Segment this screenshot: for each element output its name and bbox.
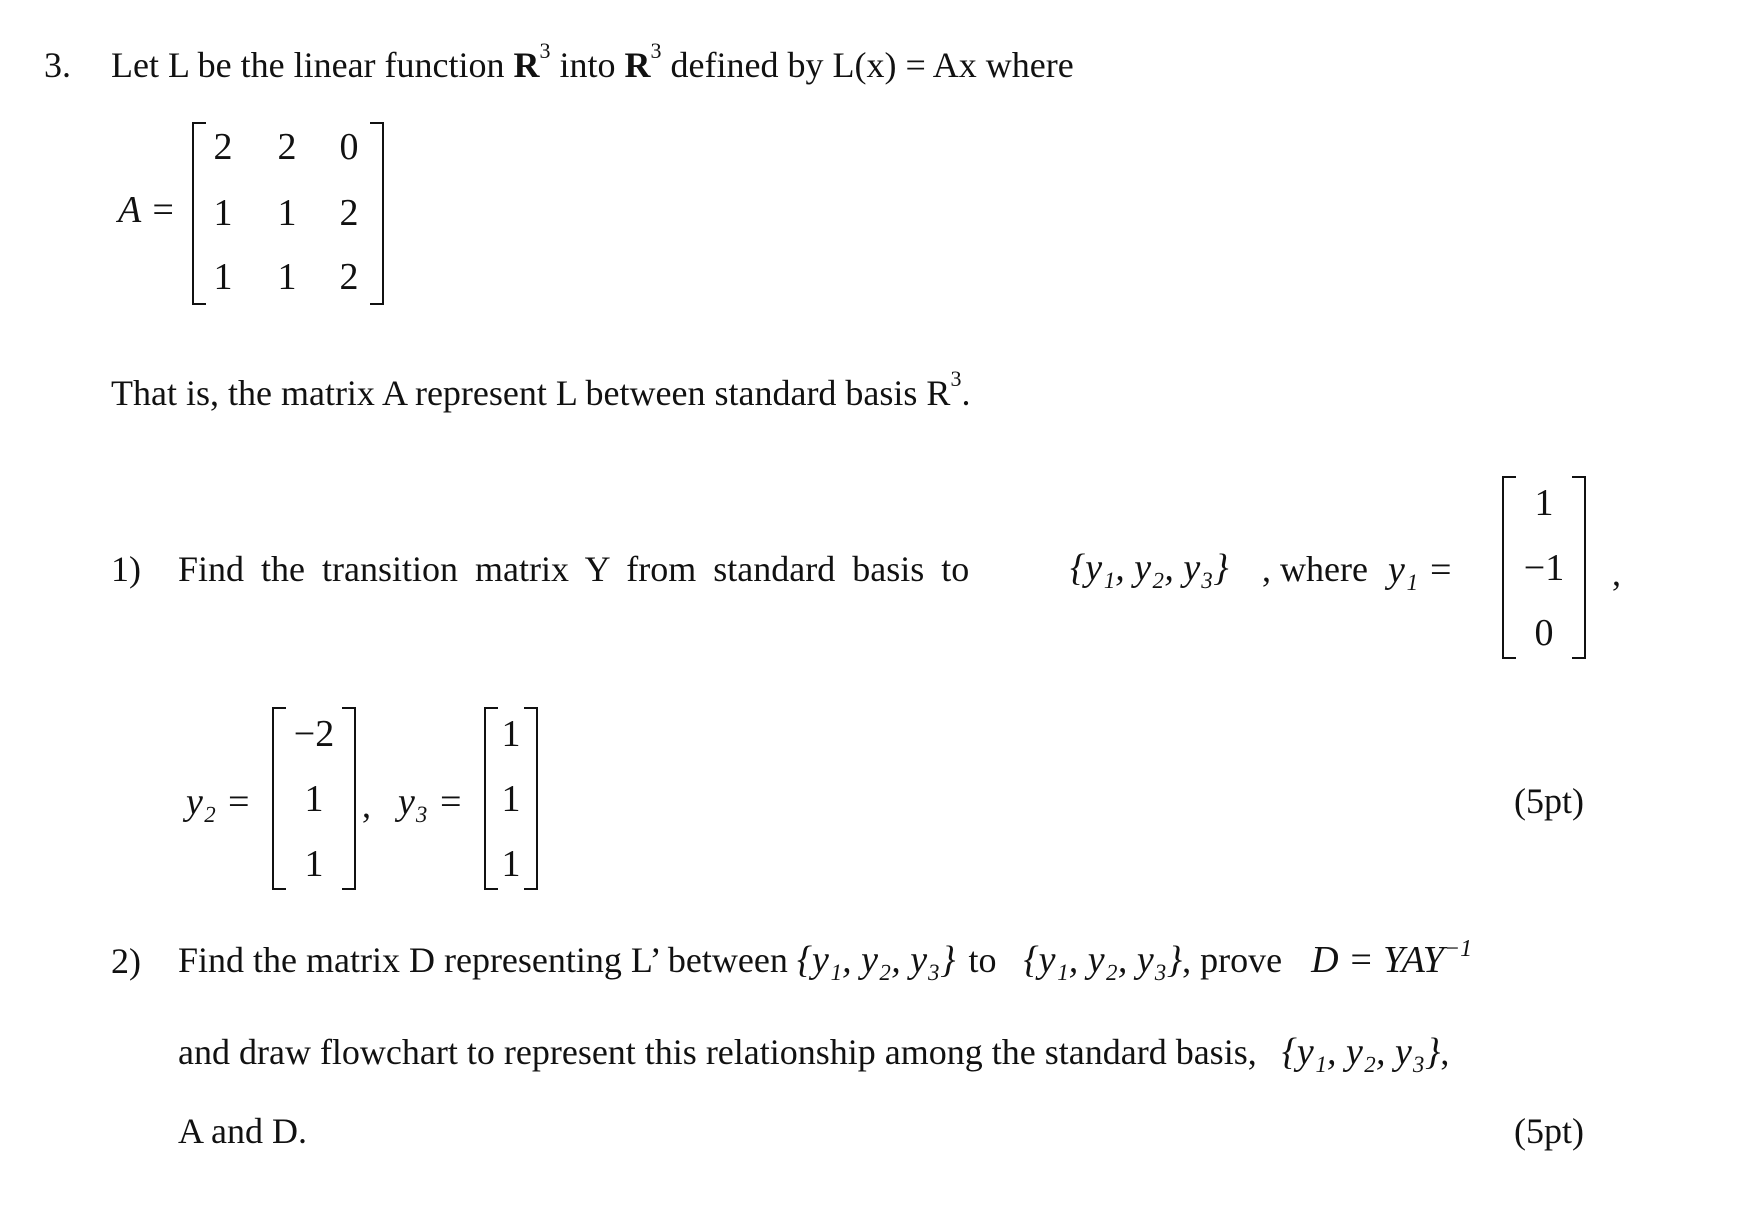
vector-cell: −1 xyxy=(1523,547,1565,589)
part1-text: Find the transition matrix Y from standa… xyxy=(178,549,970,589)
basis-set: {y₁, y₂, y₃} xyxy=(1070,547,1229,589)
matrix-cell: 1 xyxy=(213,192,233,234)
matrix-a-label: A = xyxy=(118,189,176,231)
problem-statement: Let L be the linear function R3 into R3 … xyxy=(111,38,1074,86)
line2-comma: , xyxy=(1440,1032,1450,1072)
basis-set: {y₁, y₂, y₃} xyxy=(1023,939,1183,981)
basis-set: {y₁, y₂, y₃} xyxy=(1281,1031,1441,1073)
matrix-cell: 1 xyxy=(277,192,297,234)
reals-symbol: R xyxy=(513,45,540,85)
part2-line2: and draw flowchart to represent this rel… xyxy=(178,1030,1449,1074)
intro-text-a: Let L be the linear function xyxy=(111,45,514,85)
exponent: 3 xyxy=(650,38,662,63)
where-text: , where xyxy=(1262,549,1368,589)
y3-label: y₃ = xyxy=(398,781,464,823)
comma: , xyxy=(1612,553,1621,593)
matrix-cell: 2 xyxy=(213,126,233,168)
that-is-end: . xyxy=(961,373,971,413)
vector-cell: 1 xyxy=(501,778,521,820)
part2-line2-text: and draw flowchart to represent this rel… xyxy=(178,1032,1257,1072)
similarity-formula: D = YAY−1 xyxy=(1311,936,1473,981)
vector-cell: 1 xyxy=(501,843,521,885)
reals-symbol: R xyxy=(624,45,651,85)
vector-y2: −2 1 1 xyxy=(272,707,356,890)
part2-points: (5pt) xyxy=(1514,1111,1584,1151)
to-word: to xyxy=(968,940,997,980)
separator-comma: , xyxy=(362,785,371,825)
part1-number: 1) xyxy=(111,549,141,589)
matrix-cell: 0 xyxy=(339,126,359,168)
formula-text: D = YAY xyxy=(1311,939,1444,981)
part2-line1: Find the matrix D representing L’ betwee… xyxy=(178,936,1473,982)
exponent: 3 xyxy=(950,366,962,391)
matrix-cell: 2 xyxy=(339,192,359,234)
matrix-cell: 1 xyxy=(213,256,233,298)
that-is-sentence: That is, the matrix A represent L betwee… xyxy=(111,366,971,414)
matrix-cell: 1 xyxy=(277,256,297,298)
vector-cell: 1 xyxy=(304,843,324,885)
that-is-text: That is, the matrix A represent L betwee… xyxy=(111,373,951,413)
matrix-cell: 2 xyxy=(339,256,359,298)
vector-cell: 1 xyxy=(1534,482,1554,524)
part2-number: 2) xyxy=(111,941,141,981)
part2-line1-text: Find the matrix D representing L’ betwee… xyxy=(178,940,788,980)
problem-number: 3. xyxy=(44,45,71,85)
part1-points: (5pt) xyxy=(1514,781,1584,821)
vector-cell: −2 xyxy=(293,713,335,755)
prove-word: , prove xyxy=(1182,940,1283,980)
vector-cell: 1 xyxy=(501,713,521,755)
y2-label: y₂ = xyxy=(186,781,252,823)
vector-y3: 1 1 1 xyxy=(484,707,538,890)
vector-y1: 1 −1 0 xyxy=(1502,476,1586,659)
matrix-cell: 2 xyxy=(277,126,297,168)
part2-line3: A and D. xyxy=(178,1111,307,1151)
basis-set: {y₁, y₂, y₃} xyxy=(796,939,956,981)
vector-cell: 1 xyxy=(304,778,324,820)
matrix-a: 2 2 0 1 1 2 1 1 2 xyxy=(192,122,384,305)
exponent: 3 xyxy=(539,38,551,63)
intro-into: into xyxy=(550,45,625,85)
formula-exponent: −1 xyxy=(1443,936,1473,962)
y1-label: y₁ = xyxy=(1388,549,1454,591)
intro-text-b: defined by L(x) = Ax where xyxy=(661,45,1074,85)
vector-cell: 0 xyxy=(1534,612,1554,654)
